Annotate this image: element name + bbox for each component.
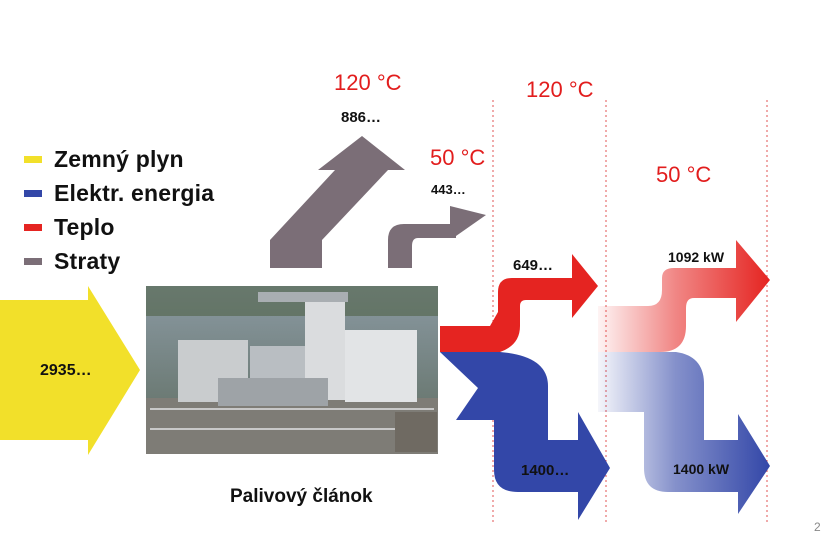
stage1-electric-arrow xyxy=(440,352,610,520)
loss-low-temp: 50 °C xyxy=(430,145,486,170)
legend-item-electric: Elektr. energia xyxy=(24,176,214,210)
loss-low-value: 443… xyxy=(431,182,466,197)
gas-input-value: 2935… xyxy=(40,362,92,379)
legend-label: Elektr. energia xyxy=(54,179,215,206)
legend-item-gas: Zemný plyn xyxy=(24,142,214,176)
legend: Zemný plyn Elektr. energia Teplo Straty xyxy=(24,142,214,278)
loss-high-temp: 120 °C xyxy=(334,70,402,95)
loss-arrow-low xyxy=(388,206,486,268)
loss-swatch-icon xyxy=(24,257,42,265)
fuel-cell-photo xyxy=(146,286,438,454)
stage2-temp: 50 °C xyxy=(656,162,712,187)
stage2-heat-value: 1092 kW xyxy=(668,249,725,265)
stage2-heat-arrow xyxy=(598,240,770,352)
stage1-electric-value: 1400… xyxy=(521,462,570,479)
legend-item-heat: Teplo xyxy=(24,210,214,244)
gas-input-arrow xyxy=(0,286,140,455)
legend-label: Zemný plyn xyxy=(54,145,184,172)
legend-item-loss: Straty xyxy=(24,244,214,278)
loss-high-value: 886… xyxy=(341,109,382,126)
loss-arrow-high xyxy=(270,136,405,268)
legend-label: Straty xyxy=(54,247,121,274)
stage2-electric-arrow xyxy=(598,352,770,514)
stage2-electric-value: 1400 kW xyxy=(673,461,730,477)
electric-swatch-icon xyxy=(24,189,42,197)
stage1-heat-arrow xyxy=(440,254,598,352)
page-number: 2 xyxy=(814,520,821,534)
stage1-heat-value: 649… xyxy=(513,257,554,274)
legend-label: Teplo xyxy=(54,213,115,240)
heat-swatch-icon xyxy=(24,223,42,231)
photo-caption: Palivový článok xyxy=(230,486,373,507)
gas-swatch-icon xyxy=(24,155,42,163)
stage1-temp: 120 °C xyxy=(526,77,594,102)
